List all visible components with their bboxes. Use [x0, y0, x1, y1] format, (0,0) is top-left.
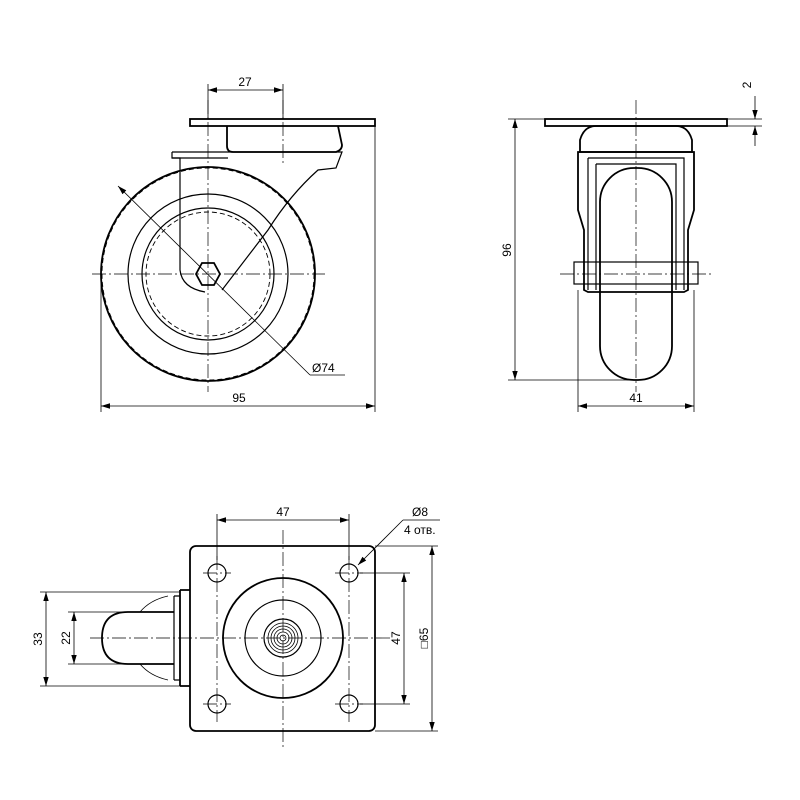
- dim-fork-outer: 33: [31, 632, 45, 646]
- dim-plate-offset: 27: [238, 75, 252, 89]
- fork-leg: [171, 152, 206, 293]
- dim-wheel-diameter: Ø74: [312, 361, 335, 375]
- fork-arm: [172, 151, 343, 291]
- dim-overall-length: 95: [232, 391, 246, 405]
- dim-hole-spacing-x: 47: [276, 505, 290, 519]
- front-fork: [577, 151, 695, 293]
- side-view: Ø74 27 95: [92, 75, 376, 412]
- dim-hole-diameter: Ø8: [412, 505, 428, 519]
- front-swivel-housing: [579, 125, 693, 153]
- dim-hole-spacing-y: 47: [389, 631, 403, 645]
- dim-plate-size: □65: [417, 627, 431, 648]
- dim-fork-inner: 22: [59, 631, 73, 645]
- dim-width: 41: [629, 391, 643, 405]
- dim-hole-count: 4 отв.: [404, 523, 436, 537]
- dim-height: 96: [500, 243, 514, 257]
- front-view: 96 41 2: [500, 81, 762, 412]
- top-view: 47 Ø8 4 отв. 47 □65 33 22: [31, 505, 440, 748]
- dim-plate-thickness: 2: [740, 81, 754, 88]
- mounting-plate: [189, 118, 376, 127]
- swivel-housing: [226, 125, 343, 153]
- top-mounting-plate: [189, 545, 376, 732]
